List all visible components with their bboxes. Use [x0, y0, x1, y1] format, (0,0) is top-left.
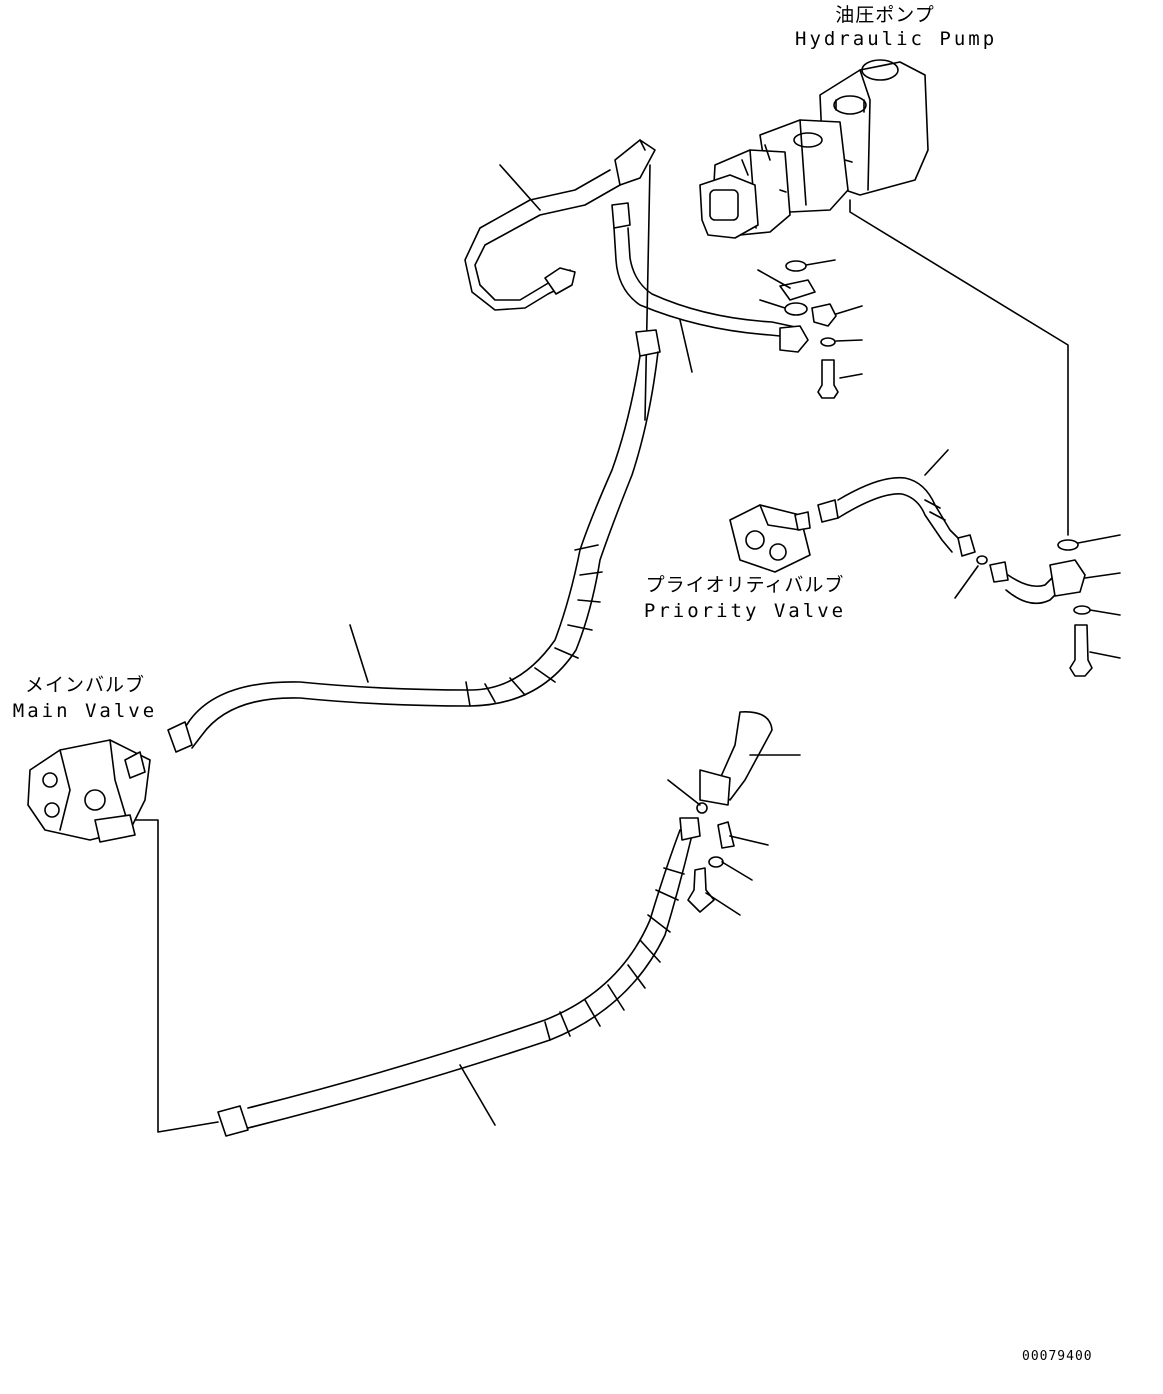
pump-flange-parts: [757, 259, 863, 399]
hydraulic-pump: [699, 59, 929, 239]
hydraulic-pump-label-en: Hydraulic Pump: [795, 28, 998, 50]
main-valve-label-jp: メインバルブ: [24, 674, 145, 696]
main-supply-hose: [167, 329, 661, 753]
upper-return-hose: [464, 139, 656, 421]
document-number: 00079400: [1022, 1349, 1093, 1364]
pump-outlet-hose: [611, 202, 809, 373]
hydraulic-pump-label-jp: 油圧ポンプ: [835, 4, 935, 26]
main-valve-label-en: Main Valve: [12, 700, 158, 722]
priority-hose: [817, 199, 1121, 677]
priority-valve-label-en: Priority Valve: [643, 600, 847, 622]
lower-return-hose: [217, 817, 701, 1137]
lower-flange-parts: [667, 711, 801, 916]
priority-valve: [729, 504, 811, 573]
main-valve: [27, 739, 219, 1133]
priority-valve-label-jp: プライオリティバルブ: [645, 574, 845, 596]
